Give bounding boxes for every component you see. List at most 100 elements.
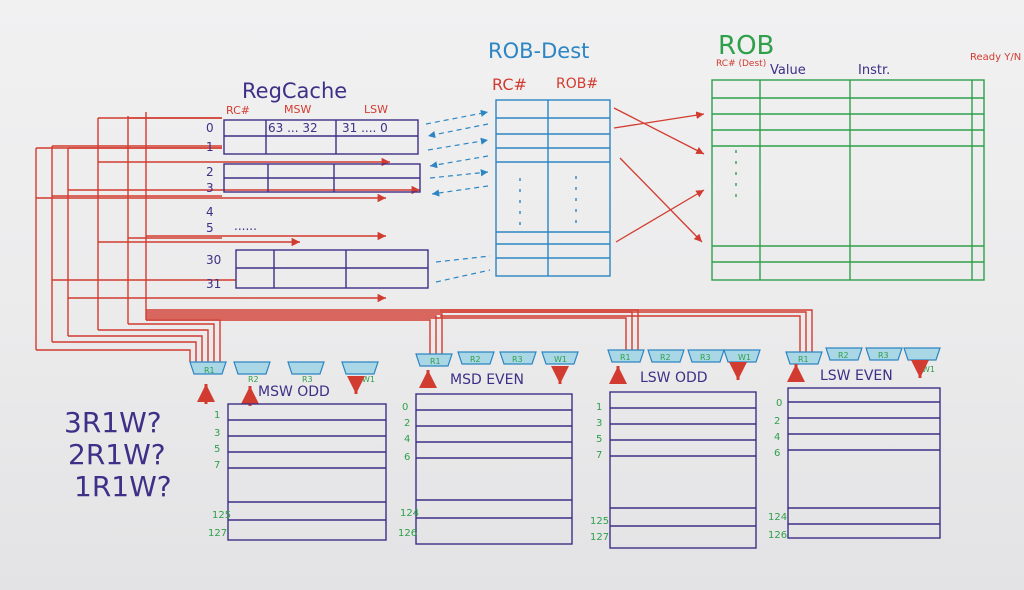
row-label: 124 [768, 512, 787, 523]
row-label: 2 [774, 416, 780, 427]
port-shape [541, 351, 579, 365]
port-shape [189, 361, 227, 375]
port-shape [287, 361, 325, 375]
regcache-msw-bits: 63 ... 32 [268, 121, 318, 135]
bank-table [787, 387, 941, 539]
row-label: 4 [404, 434, 410, 445]
port-label: R2 [838, 351, 849, 360]
port-questions: 3R1W? 2R1W? 1R1W? [64, 406, 172, 503]
regcache-block-0-1 [223, 119, 419, 155]
row-label: 6 [404, 452, 410, 463]
regcache-header-lsw: LSW [364, 103, 388, 116]
bank-lsw-odd: R1 R2 R3 W1 LSW ODD 1 3 5 7 125 127 [590, 349, 761, 549]
port-label: R1 [204, 366, 215, 375]
port-shape [233, 361, 271, 375]
port-shape [825, 347, 863, 361]
row-label: 1 [596, 402, 602, 413]
port-shape [723, 349, 761, 363]
regcache-row-label: 5 [206, 221, 214, 235]
robdest-rob-links [613, 107, 705, 243]
bank-label: LSW ODD [640, 370, 708, 386]
regcache-header-rc: RC# [226, 104, 250, 117]
rob-header-rc: RC# (Dest) [716, 59, 766, 69]
row-label: 1 [214, 410, 220, 421]
port-label: R3 [878, 351, 889, 360]
port-label: W1 [362, 375, 375, 384]
row-label: 126 [768, 530, 787, 541]
question-1r1w: 1R1W? [74, 470, 172, 503]
rob-dest: ROB-Dest RC# ROB# [488, 39, 611, 277]
regcache-lsw-bits: 31 .... 0 [342, 121, 388, 135]
question-2r1w: 2R1W? [68, 438, 166, 471]
regcache-block-30-31 [235, 249, 429, 289]
regcache-row-label: 2 [206, 165, 214, 179]
row-label: 3 [596, 418, 602, 429]
port-label: W1 [554, 355, 567, 364]
rob-dest-title: ROB-Dest [488, 39, 589, 63]
rob-header-instr: Instr. [858, 63, 890, 78]
rob-dest-header-rc: RC# [492, 75, 527, 94]
port-shape [415, 353, 453, 367]
regcache-row-label: 3 [206, 181, 214, 195]
row-label: 124 [400, 508, 419, 519]
row-label: 3 [214, 428, 220, 439]
port-label: R1 [430, 357, 441, 366]
regcache-robdest-links [425, 109, 491, 283]
question-3r1w: 3R1W? [64, 406, 162, 439]
rob-header-ready: Ready Y/N [970, 52, 1021, 63]
port-shape [865, 347, 903, 361]
row-label: 5 [214, 444, 220, 455]
port-label: R3 [302, 375, 313, 384]
port-label: R2 [248, 375, 259, 384]
bank-table [415, 393, 573, 545]
bank-table [227, 403, 387, 541]
regcache-header-msw: MSW [284, 103, 311, 116]
row-label: 0 [776, 398, 782, 409]
bank-msw-odd: R1 R2 R3 W1 MSW ODD 1 3 5 7 125 127 [189, 361, 387, 541]
rob-dest-header-rob: ROB# [556, 76, 598, 92]
rob-header-value: Value [770, 63, 806, 78]
regcache-row-label: 31 [206, 277, 221, 291]
rob-table [711, 79, 985, 281]
port-label: R3 [700, 353, 711, 362]
rob-title: ROB [718, 31, 774, 61]
row-label: 6 [774, 448, 780, 459]
red-bus-wires [35, 112, 813, 362]
row-label: 5 [596, 434, 602, 445]
port-shape [607, 349, 645, 363]
port-shape [499, 351, 537, 365]
row-label: 127 [208, 528, 227, 539]
row-label: 7 [596, 450, 602, 461]
port-shape [341, 361, 379, 375]
bank-table [609, 391, 757, 549]
rob-dest-table [495, 99, 611, 277]
row-label: 2 [404, 418, 410, 429]
port-shape [457, 351, 495, 365]
regcache-title: RegCache [242, 79, 347, 103]
row-label: 125 [212, 510, 231, 521]
row-label: 125 [590, 516, 609, 527]
regcache-row-label: 1 [206, 140, 214, 154]
regcache-ellipsis: ...... [234, 219, 257, 233]
regcache: RegCache RC# MSW LSW 63 ... 32 31 .... 0… [206, 79, 429, 291]
row-label: 126 [398, 528, 417, 539]
port-shape [687, 349, 725, 363]
regcache-row-label: 4 [206, 205, 214, 219]
bank-msd-even: R1 R2 R3 W1 MSD EVEN 0 2 4 6 124 126 [398, 351, 579, 545]
row-label: 0 [402, 402, 408, 413]
regcache-row-label: 0 [206, 121, 214, 135]
port-label: R2 [470, 355, 481, 364]
row-label: 4 [774, 432, 780, 443]
port-label: W1 [922, 365, 935, 374]
port-label: R3 [512, 355, 523, 364]
bank-label: LSW EVEN [820, 368, 893, 384]
row-label: 7 [214, 460, 220, 471]
bank-label: MSD EVEN [450, 372, 524, 388]
bank-lsw-even: R1 R2 R3 W1 LSW EVEN 0 2 4 6 124 126 [768, 347, 941, 541]
bank-label: MSW ODD [258, 384, 330, 400]
port-shape [785, 351, 823, 365]
port-label: R2 [660, 353, 671, 362]
port-shape [903, 347, 941, 361]
